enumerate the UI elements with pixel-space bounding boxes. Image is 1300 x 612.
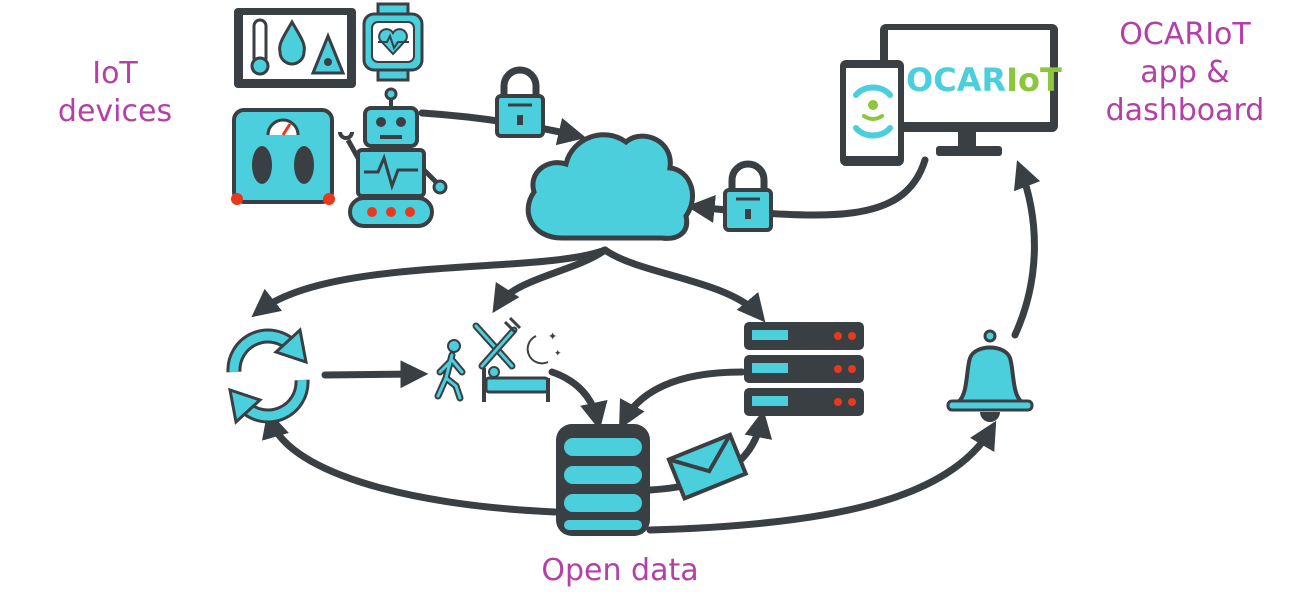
app-label-line3: dashboard (1105, 93, 1265, 128)
tablet-icon (840, 60, 904, 166)
activity-icon: ✦ ✦ (434, 316, 562, 402)
smart-scale-icon (231, 108, 335, 205)
moon-stars-icon: ✦ ✦ (526, 330, 562, 365)
sync-icon (226, 327, 310, 425)
logo-part-iot: IoT (1006, 61, 1062, 99)
svg-text:✦: ✦ (548, 330, 557, 343)
server-icon (744, 322, 864, 416)
app-dashboard-label: OCARIoT app & dashboard (1090, 16, 1280, 130)
robot-icon (338, 87, 448, 228)
lock-icon (495, 66, 545, 138)
arrow-cloud-to-sync (251, 246, 609, 318)
svg-text:✦: ✦ (554, 349, 562, 359)
open-data-label: Open data (541, 553, 699, 588)
app-label-line1: OCARIoT (1119, 17, 1251, 52)
bed-icon (482, 366, 550, 402)
arrow-activity-to-database (548, 368, 608, 431)
cloud-icon (525, 132, 696, 241)
arrow-server-to-database (619, 368, 746, 430)
envelope-icon (666, 432, 749, 501)
lock-icon (723, 160, 773, 232)
smartwatch-icon (362, 2, 424, 82)
logo-part-ocar: OCAR (906, 61, 1006, 99)
arrow-cloud-to-activity (492, 246, 609, 314)
arrow-database-to-sync (262, 409, 559, 516)
iot-label-line2: devices (57, 94, 173, 129)
app-label-line2: app & (1140, 55, 1230, 90)
arrow-cloud-to-server (601, 246, 766, 323)
walking-person-icon (434, 339, 466, 402)
fork-knife-icon (472, 316, 522, 370)
arrows (251, 109, 1041, 534)
arrow-sync-to-activity (321, 360, 429, 389)
bell-icon (946, 329, 1034, 422)
database-icon (556, 424, 650, 536)
monitor-icon: OCARIoT (880, 24, 1062, 156)
arrow-bell-to-monitor (1011, 160, 1041, 339)
iot-label-line1: IoT (92, 56, 138, 91)
ocariot-logo-text: OCARIoT (906, 61, 1062, 99)
arrow-database-to-bell (646, 420, 997, 534)
sensor-tablet-icon (234, 8, 356, 88)
iot-devices-label: IoT devices (40, 55, 190, 131)
